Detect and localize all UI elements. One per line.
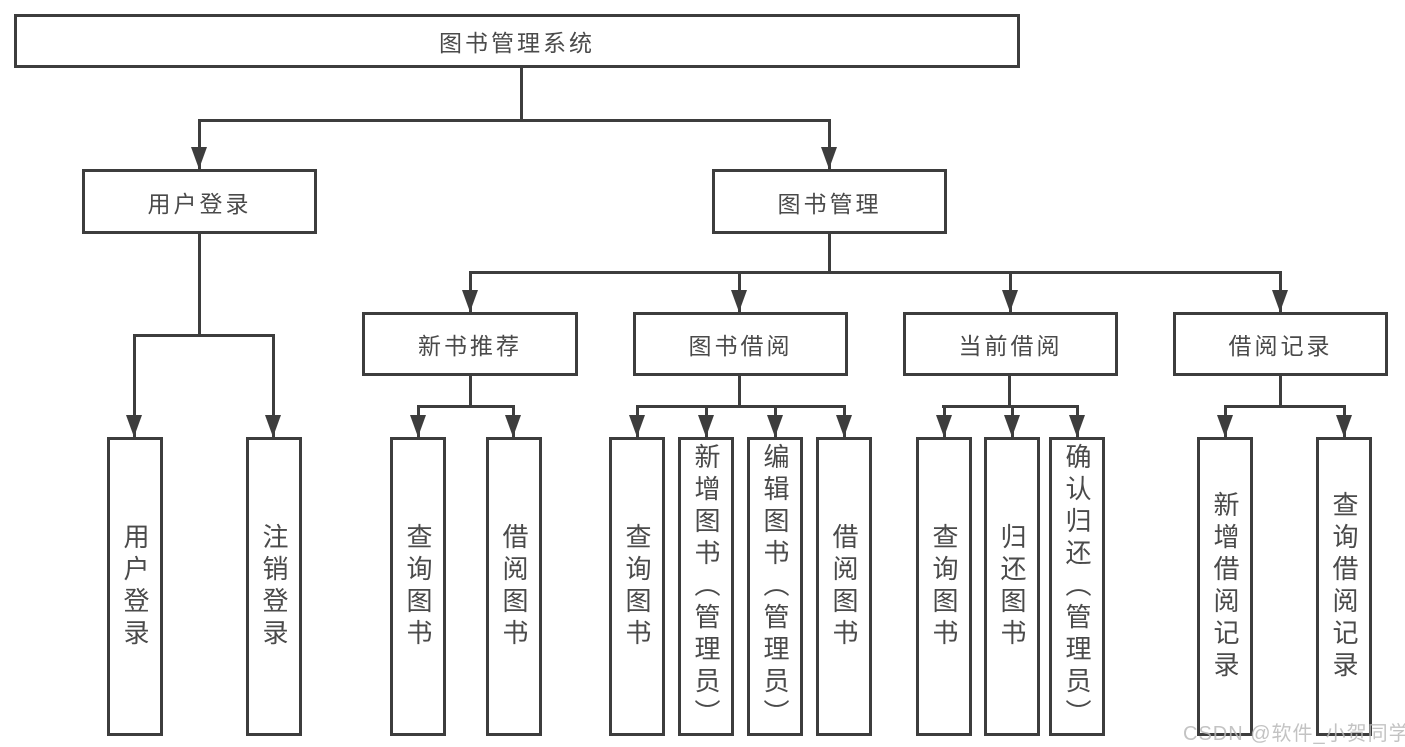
edge-book-borrow-stem: [738, 376, 741, 407]
node-current-borrow: 当前借阅: [903, 312, 1118, 376]
edge-book-management-stem: [828, 234, 831, 273]
node-label: 借阅记录: [1228, 333, 1333, 359]
node-label: 用户登录: [147, 190, 252, 217]
arrow-down-icon: [462, 290, 478, 312]
edge-user-login-stem: [198, 234, 201, 335]
arrow-down-icon: [265, 415, 281, 437]
node-user-login-branch: 用户登录: [82, 169, 317, 234]
node-label: 新增图书（管理员）: [691, 442, 721, 731]
leaf-edit-books-admin: 编辑图书（管理员）: [747, 437, 803, 736]
node-borrow-records: 借阅记录: [1173, 312, 1388, 376]
arrow-down-icon: [1217, 415, 1233, 437]
arrow-down-icon: [1272, 290, 1288, 312]
node-label: 用户登录: [120, 522, 150, 651]
arrow-down-icon: [936, 415, 952, 437]
leaf-add-borrow-record: 新增借阅记录: [1197, 437, 1253, 736]
edge-borrow-records-hbar: [1224, 405, 1346, 408]
arrow-down-icon: [767, 415, 783, 437]
leaf-query-borrow-record: 查询借阅记录: [1316, 437, 1372, 736]
arrow-down-icon: [1069, 415, 1085, 437]
node-label: 新增借阅记录: [1210, 490, 1240, 683]
edge-new-book-recommend-stem: [469, 376, 472, 407]
arrow-down-icon: [731, 290, 747, 312]
arrow-down-icon: [629, 415, 645, 437]
edge-new-book-recommend-hbar: [417, 405, 514, 408]
csdn-watermark: CSDN @软件_小贺同学: [1183, 723, 1405, 745]
edge-user-login-hbar: [133, 334, 275, 337]
edge-to-leaf-user-login: [133, 334, 136, 437]
node-label: 查询图书: [929, 522, 959, 651]
arrow-down-icon: [410, 415, 426, 437]
node-label: 查询图书: [403, 522, 433, 651]
arrow-down-icon: [126, 415, 142, 437]
leaf-logout: 注销登录: [246, 437, 302, 736]
leaf-user-login: 用户登录: [107, 437, 163, 736]
node-label: 查询借阅记录: [1329, 490, 1359, 683]
node-label: 图书管理系统: [439, 30, 595, 56]
edge-to-book-management: [828, 119, 831, 169]
edge-to-user-login-branch: [198, 119, 201, 169]
arrow-down-icon: [505, 415, 521, 437]
edge-to-leaf-logout: [272, 334, 275, 437]
edge-borrow-records-stem: [1279, 376, 1282, 407]
leaf-borrow-books-recommend: 借阅图书: [486, 437, 542, 736]
node-book-borrow: 图书借阅: [633, 312, 848, 376]
edge-level2-hbar: [469, 271, 1282, 274]
arrow-down-icon: [1336, 415, 1352, 437]
edge-root-stem: [520, 68, 523, 121]
arrow-down-icon: [191, 147, 207, 169]
leaf-query-books-borrow: 查询图书: [609, 437, 665, 736]
leaf-query-books-current: 查询图书: [916, 437, 972, 736]
node-book-management: 图书管理: [712, 169, 947, 234]
node-label: 新书推荐: [418, 333, 522, 359]
node-label: 借阅图书: [499, 522, 529, 651]
edge-level1-hbar: [198, 119, 831, 122]
arrow-down-icon: [1002, 290, 1018, 312]
edge-book-borrow-hbar: [636, 405, 846, 408]
leaf-borrow-books: 借阅图书: [816, 437, 872, 736]
leaf-query-books-recommend: 查询图书: [390, 437, 446, 736]
node-label: 当前借阅: [958, 333, 1063, 359]
node-label: 注销登录: [259, 522, 289, 651]
leaf-confirm-return-admin: 确认归还（管理员）: [1049, 437, 1105, 736]
node-new-book-recommend: 新书推荐: [362, 312, 578, 376]
leaf-add-books-admin: 新增图书（管理员）: [678, 437, 734, 736]
arrow-down-icon: [821, 147, 837, 169]
node-label: 查询图书: [622, 522, 652, 651]
node-label: 归还图书: [997, 522, 1027, 651]
node-label: 借阅图书: [829, 522, 859, 651]
arrow-down-icon: [698, 415, 714, 437]
node-label: 确认归还（管理员）: [1062, 442, 1092, 731]
edge-current-borrow-stem: [1008, 376, 1011, 407]
leaf-return-books: 归还图书: [984, 437, 1040, 736]
node-label: 编辑图书（管理员）: [760, 442, 790, 731]
edge-current-borrow-hbar: [942, 405, 1079, 408]
node-label: 图书借阅: [688, 333, 793, 359]
node-library-management-system: 图书管理系统: [14, 14, 1020, 68]
node-label: 图书管理: [777, 190, 882, 217]
arrow-down-icon: [836, 415, 852, 437]
arrow-down-icon: [1004, 415, 1020, 437]
